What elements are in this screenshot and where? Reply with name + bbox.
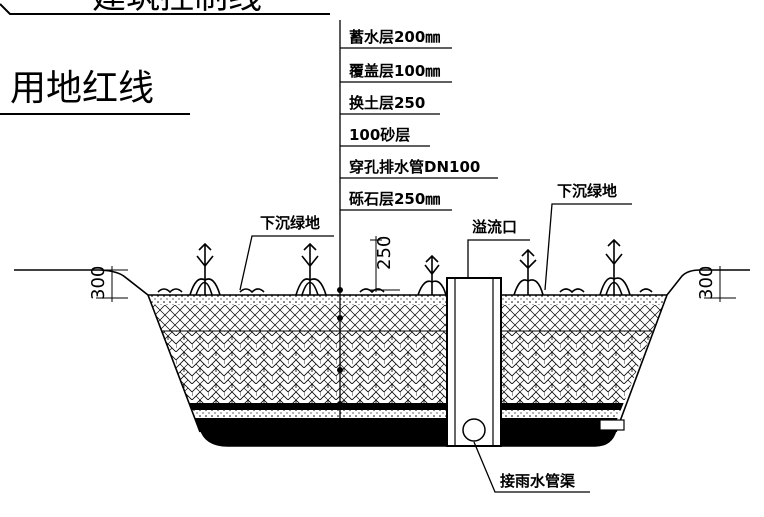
sunken-green-left-callout: 下沉绿地 [239, 214, 334, 291]
plant-5 [599, 238, 631, 296]
dim-right: 300 [696, 266, 736, 302]
callout-cover-layer: 覆盖层100㎜ [349, 62, 440, 80]
callout-storage-layer: 蓄水层200㎜ [349, 28, 440, 46]
property-line-label: 用地红线 [10, 68, 154, 109]
overflow-riser [446, 277, 502, 447]
callout-sand-layer: 100砂层 [349, 126, 410, 144]
building-control-line-callout: 建筑控制线 [0, 0, 330, 17]
cover-cross-layer [148, 305, 667, 331]
dim-left: 300 [88, 266, 128, 302]
layer-callout-stack: 蓄水层200㎜ 覆盖层100㎜ 换土层250 100砂层 穿孔排水管DN100 … [337, 20, 498, 431]
callout-gravel-layer: 砾石层250㎜ [349, 190, 440, 208]
stormwater-label: 接雨水管渠 [500, 472, 575, 490]
outlet-pipe [599, 419, 625, 431]
dim-left-label: 300 [88, 266, 109, 300]
overflow-callout: 溢流口 [467, 218, 530, 278]
stormwater-callout: 接雨水管渠 [473, 441, 590, 493]
dim-depth: 250 [370, 236, 400, 292]
sunken-green-left-label: 下沉绿地 [260, 214, 320, 232]
dim-right-label: 300 [696, 266, 717, 300]
sunken-green-right-label: 下沉绿地 [557, 182, 617, 200]
plant-1 [189, 242, 221, 296]
cover-layer [148, 295, 667, 305]
basin-section [148, 295, 667, 432]
plants [157, 238, 653, 296]
plant-2 [295, 242, 327, 296]
sand-layer [148, 403, 667, 410]
plant-3 [417, 254, 447, 296]
building-control-line-label: 建筑控制线 [92, 0, 262, 17]
callout-drain-pipe: 穿孔排水管DN100 [349, 158, 480, 176]
drain-pipe-circle [462, 418, 486, 442]
dim-depth-label: 250 [374, 236, 395, 270]
property-line-callout: 用地红线 [0, 68, 190, 115]
sunken-green-right-callout: 下沉绿地 [544, 182, 632, 291]
plant-4 [513, 248, 544, 296]
callout-soil-layer: 换土层250 [349, 94, 425, 112]
overflow-label: 溢流口 [472, 218, 517, 236]
soil-replacement-layer [148, 331, 667, 403]
